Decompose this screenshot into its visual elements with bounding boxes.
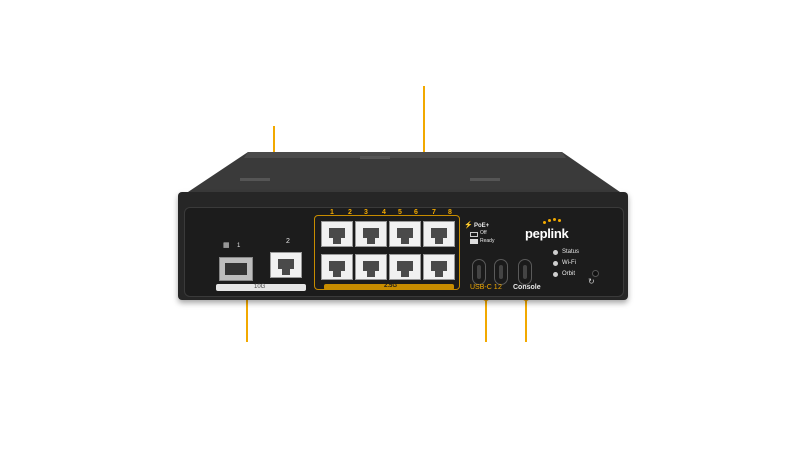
console-port[interactable] [518, 259, 532, 285]
usb-c-port-1[interactable] [472, 259, 486, 285]
lan-port-number: 2 [348, 209, 352, 216]
callout-line-sfp [246, 286, 248, 342]
lan-port[interactable] [355, 221, 387, 247]
lan-port-number: 3 [364, 209, 368, 216]
wan-port-2-label: 2 [286, 238, 290, 245]
orbit-led-label: Orbit [562, 271, 576, 277]
network-icon: ▦ [223, 242, 230, 249]
lan-port-number: 5 [398, 209, 402, 216]
console-label: Console [513, 284, 541, 291]
lan-port[interactable] [423, 254, 455, 280]
wifi-led [553, 261, 558, 266]
sfp-port-label: 1 [237, 243, 241, 249]
sfp-port-icon[interactable] [219, 257, 253, 281]
lan-port-number: 8 [448, 209, 452, 216]
wan-port-2[interactable] [270, 252, 302, 278]
poe-off-indicator [470, 232, 478, 237]
lan-port-number: 1 [330, 209, 334, 216]
poe-ready-label: Ready [480, 238, 495, 244]
usb-c-label: USB-C 1 [470, 284, 498, 291]
device-top-panel [188, 152, 620, 192]
poe-title: PoE+ [474, 223, 490, 229]
lan-port[interactable] [321, 254, 353, 280]
lan-port[interactable] [389, 254, 421, 280]
lan-port-number: 7 [432, 209, 436, 216]
poe-icon: ⚡ [464, 222, 473, 229]
sfp-speed-label: 10G [254, 284, 266, 290]
lan-speed-label: 2.5G [384, 283, 398, 289]
lan-port[interactable] [321, 221, 353, 247]
lan-port[interactable] [423, 221, 455, 247]
callout-line-console [525, 296, 527, 342]
reset-icon: ↻ [588, 277, 595, 286]
usb-c-2-label: 2 [498, 284, 502, 291]
status-led-label: Status [562, 249, 580, 255]
sfp-speed-bar [216, 284, 306, 291]
usb-c-port-2[interactable] [494, 259, 508, 285]
lan-port-number: 4 [382, 209, 386, 216]
lan-port[interactable] [389, 221, 421, 247]
orbit-led [553, 272, 558, 277]
lan-port[interactable] [355, 254, 387, 280]
brand-logo: peplink [525, 226, 569, 241]
poe-off-label: Off [480, 230, 487, 236]
status-led [553, 250, 558, 255]
brand-logo-dots [543, 218, 561, 224]
callout-line-usbc [485, 296, 487, 342]
poe-ready-indicator [470, 239, 478, 244]
callout-line-lan [423, 86, 425, 212]
wifi-led-label: Wi-Fi [562, 260, 576, 266]
lan-speed-bar [324, 284, 454, 290]
lan-port-number: 6 [414, 209, 418, 216]
reset-button[interactable] [592, 270, 599, 277]
